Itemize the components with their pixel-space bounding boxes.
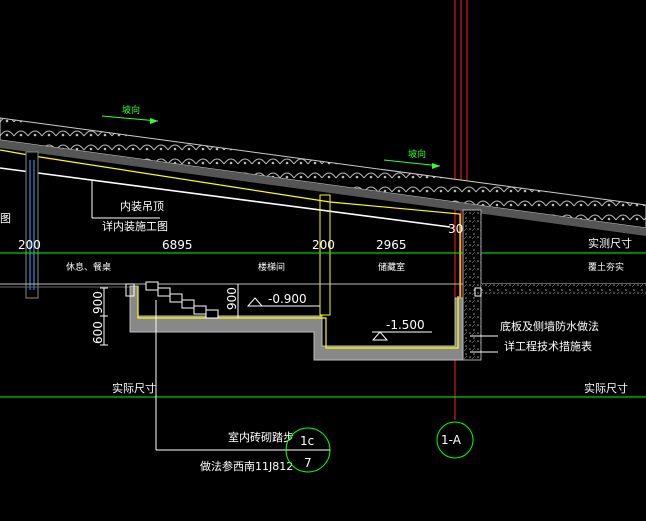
detail-number: 1c [300, 434, 314, 448]
stair-steps [145, 281, 219, 319]
elevation-1: -0.900 [268, 292, 307, 306]
stair-note-1: 室内砖砌踏步 [228, 430, 294, 444]
dim-2965: 2965 [376, 238, 407, 252]
slope-arrow-mid: 坡向 [383, 148, 441, 169]
basement-slab [125, 283, 482, 361]
elevation-2: -1.500 [386, 318, 425, 332]
dim-900-middle: 900 [225, 287, 239, 310]
waterproof-note-1: 底板及侧墙防水做法 [500, 319, 599, 333]
room-label-rest: 休息、餐桌 [66, 261, 111, 273]
axis-bubble: 1-A [436, 421, 474, 459]
detail-callout: 1c 7 [285, 427, 331, 473]
slope-label-mid: 坡向 [408, 148, 426, 160]
ceiling-note-1: 内装吊顶 [120, 199, 164, 213]
waterproof-note: 底板及侧墙防水做法 详工程技术措施表 [470, 319, 599, 353]
slope-arrow-top: 坡向 [101, 104, 159, 124]
middle-column [319, 194, 331, 316]
room-label-storage: 储藏室 [378, 261, 405, 273]
room-label-stair: 楼梯间 [258, 261, 285, 273]
stair-note-2: 做法参西南11J812 [200, 459, 293, 473]
actual-size-right-top: 实测尺寸 [588, 236, 632, 250]
dim-200-a: 200 [18, 238, 41, 252]
left-edge-text: 图 [0, 212, 11, 225]
stair-note: 室内砖砌踏步 做法参西南11J812 [155, 300, 294, 473]
dim-200-b: 200 [312, 238, 335, 252]
dim-900-left: 900 [91, 291, 105, 314]
actual-size-left: 实际尺寸 [112, 381, 156, 395]
dim-600-left: 600 [91, 321, 105, 344]
dimension-row: 200 6895 200 2965 300 实测尺寸 [0, 222, 646, 254]
left-vertical-dims: 900 600 [91, 287, 108, 346]
left-column [25, 151, 39, 299]
slope-label-top: 坡向 [122, 104, 140, 116]
roof-slab [0, 117, 646, 236]
detail-sheet: 7 [304, 456, 312, 470]
waterproof-note-2: 详工程技术措施表 [504, 339, 592, 353]
elevation-mark-1: -0.900 [246, 292, 320, 307]
axis-label: 1-A [441, 433, 462, 447]
actual-size-right: 实际尺寸 [584, 381, 628, 395]
elevation-mark-2: -1.500 [371, 318, 432, 341]
right-wall [462, 209, 646, 361]
ceiling-note-2: 详内装施工图 [102, 219, 168, 233]
room-label-backfill: 覆土夯实 [588, 261, 624, 273]
middle-vertical-dim: 900 [225, 284, 239, 318]
white-slope-line [0, 167, 451, 228]
dim-6895: 6895 [162, 238, 193, 252]
ceiling-leader: 内装吊顶 详内装施工图 [91, 180, 168, 233]
